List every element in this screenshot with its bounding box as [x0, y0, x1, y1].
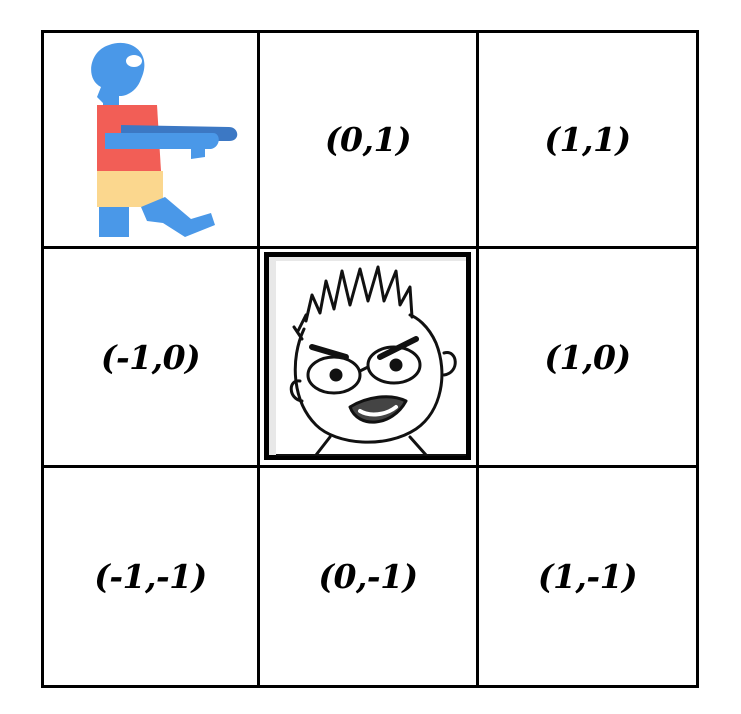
zombie-icon: [61, 37, 241, 247]
coordinate-label: (-1,0): [100, 337, 201, 377]
cell-player: [260, 249, 479, 468]
coordinate-label: (0,-1): [318, 557, 418, 596]
cell-1-1: (1,1): [479, 30, 699, 249]
coordinate-label: (0,1): [324, 120, 412, 159]
cell-neg1-0: (-1,0): [41, 249, 260, 468]
coordinate-label: (1,0): [544, 337, 631, 377]
coordinate-label: (1,-1): [537, 557, 638, 596]
coordinate-label: (1,1): [544, 120, 631, 159]
cell-1-0: (1,0): [479, 249, 699, 468]
cell-neg1-neg1: (-1,-1): [41, 468, 260, 688]
cell-0-neg1: (0,-1): [260, 468, 479, 688]
player-frame: [264, 252, 471, 460]
cell-0-1: (0,1): [260, 30, 479, 249]
cell-zombie: [41, 30, 260, 249]
coordinate-grid: (0,1) (1,1) (-1,0): [41, 30, 699, 688]
cell-1-neg1: (1,-1): [479, 468, 699, 688]
coordinate-label: (-1,-1): [94, 557, 207, 596]
